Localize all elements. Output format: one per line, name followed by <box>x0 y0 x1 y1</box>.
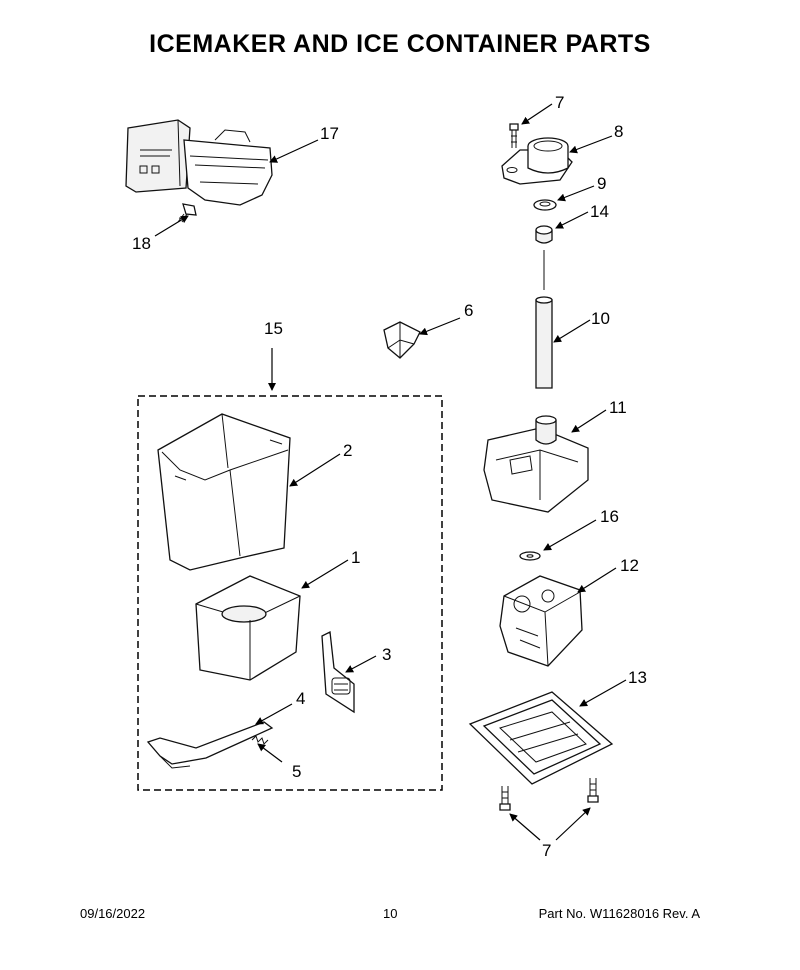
callout-6: 6 <box>464 301 473 320</box>
footer-part-number: Part No. W11628016 Rev. A <box>538 906 700 921</box>
callout-9: 9 <box>597 174 606 193</box>
part-12-auger-motor[interactable] <box>499 575 583 667</box>
part-3-door-flap[interactable] <box>321 631 355 714</box>
part-8-bearing-housing[interactable] <box>501 137 573 185</box>
callout-13: 13 <box>628 668 647 687</box>
part-7-screw-bottom-left[interactable] <box>499 786 511 811</box>
footer-page-number: 10 <box>383 906 398 921</box>
callout-4: 4 <box>296 689 305 708</box>
callout-18: 18 <box>132 234 151 253</box>
leader-lines <box>154 103 627 841</box>
callout-8: 8 <box>614 122 623 141</box>
callout-2: 2 <box>343 441 352 460</box>
callout-17: 17 <box>320 124 339 143</box>
callout-7-top: 7 <box>555 93 564 112</box>
part-9-washer[interactable] <box>533 199 557 211</box>
callout-10: 10 <box>591 309 610 328</box>
callout-12: 12 <box>620 556 639 575</box>
part-11-motor-cover[interactable] <box>483 415 589 513</box>
part-18-screw[interactable] <box>177 203 197 223</box>
callout-7-bottom: 7 <box>542 841 551 860</box>
part-14-bushing[interactable] <box>535 225 553 244</box>
part-17-icemaker[interactable] <box>125 119 273 206</box>
part-1-bin-bottom[interactable] <box>195 575 301 681</box>
callout-3: 3 <box>382 645 391 664</box>
part-10-shaft[interactable] <box>535 296 553 389</box>
callout-14: 14 <box>590 202 609 221</box>
kit-15-boundary <box>137 395 443 791</box>
part-7-screw-top[interactable] <box>509 123 519 148</box>
callout-1: 1 <box>351 548 360 567</box>
part-2-ice-bin[interactable] <box>157 413 291 571</box>
callout-15: 15 <box>264 319 283 338</box>
callout-11: 11 <box>609 398 627 417</box>
part-4-lever[interactable] <box>146 721 274 769</box>
callout-16: 16 <box>600 507 619 526</box>
part-7-screw-bottom-right[interactable] <box>587 778 599 803</box>
part-6-bracket[interactable] <box>383 321 421 359</box>
footer-date: 09/16/2022 <box>80 906 146 921</box>
part-13-tray[interactable] <box>468 691 614 785</box>
part-16-washer[interactable] <box>519 551 541 561</box>
callout-5: 5 <box>292 762 301 781</box>
page-title: ICEMAKER AND ICE CONTAINER PARTS <box>149 30 651 58</box>
part-5-spring[interactable] <box>251 735 269 745</box>
